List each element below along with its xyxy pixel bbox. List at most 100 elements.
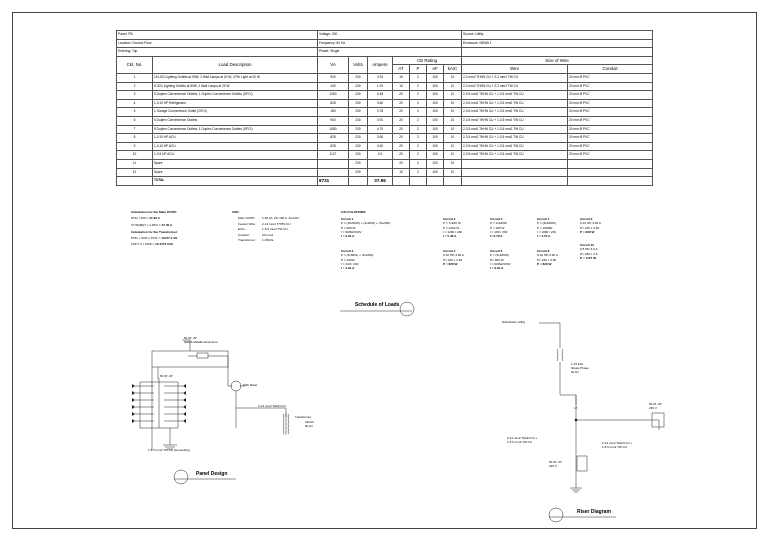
use-key: Transformer: <box>238 238 256 243</box>
calc-line: P = (8x50W) + (2x20W) <box>341 253 374 258</box>
header-load-description: Load Description <box>151 55 319 74</box>
riser-bottom-cb-2: 230 V <box>549 464 557 468</box>
use-key: Conduit: <box>238 232 250 237</box>
calc-title: Circuit 7 <box>537 217 550 221</box>
panel-ground-label: 1-5.5 mm2 TW CU (Grounding) <box>148 448 190 452</box>
calc-title: Circuit 8 <box>537 249 550 253</box>
riser-bottom-cb-1: 50 AT, 2P <box>549 460 562 464</box>
calc-line: P= 230 x 4.9 <box>580 251 598 256</box>
panel-branch-cb-label: 50 AT, 2P <box>160 374 173 378</box>
calc-line: I = 440 / 230 <box>341 261 359 266</box>
riser-right-panel <box>651 412 665 428</box>
calc-title: Circuit 2 <box>341 249 354 253</box>
calc-result: I = 3.91 A <box>490 266 504 271</box>
use-key: Feeder Wire: <box>238 221 256 226</box>
use-value: 1-5.5 mm2 TW CU <box>262 227 288 232</box>
tx-result-1: 10477.2 VA <box>161 236 178 241</box>
calc-result: I = 3.91 A <box>341 234 355 239</box>
calc-line: 0.10 HP-3.60 A <box>443 253 464 258</box>
calc-line: P = (5x180W) <box>490 253 509 258</box>
main-ocpd-calculation: Calculation for the Main OCPD: 8731 / 23… <box>131 210 178 247</box>
main-breaker <box>196 352 209 359</box>
use-title: USE: <box>232 210 240 214</box>
calc-line: I = 900W/230V <box>490 261 511 266</box>
tx-line-1: 8731 + 50% x 8731 = <box>131 236 162 241</box>
riser-left-wire-2: 1-5.5 mm2 TW CU <box>507 440 532 444</box>
calc-line: I = 1260 / 230 <box>443 229 463 234</box>
panel-title-marker <box>173 469 189 485</box>
calc-result: P = 828 W <box>580 229 595 234</box>
schedule-title-marker <box>399 301 415 317</box>
main-ocpd-title: Calculation for the Main OCPD: <box>131 210 177 214</box>
panel-main-cb-label: 50 AT, 2P <box>184 336 197 340</box>
use-row: Conduit:20 mm2 <box>238 233 299 237</box>
calculations-title: CALCULATIONS: <box>341 210 367 214</box>
calc-line: P = 1x180W <box>490 221 507 226</box>
riser-right-cb-2: 230 V <box>649 406 657 410</box>
calc-line: 0.5 HP-4.9 A <box>580 247 598 252</box>
kwh-meter <box>230 380 242 392</box>
calc-line: I = 180 / 230 <box>490 229 508 234</box>
calc-line: 0.10 HP-3.60 A <box>580 221 601 226</box>
riser-utility-label: Distribution Utility <box>502 320 526 324</box>
ocpd-result-1: 37.96 A <box>149 216 160 221</box>
use-row: Transformer:1-15kVa <box>238 238 299 242</box>
use-value: 2-14 mm2 THHN CU <box>262 221 291 226</box>
calc-result: P = 1127 W <box>580 255 597 260</box>
calc-line: P = 900 W <box>341 225 356 230</box>
panel-enclosure-label: NEMA Metallic Enclosure <box>184 340 218 344</box>
calc-line: P= 230 x 3.60 <box>537 257 557 262</box>
tx-result-2: 10.4772 kVA <box>155 242 174 247</box>
calc-title: Circuit 3 <box>443 217 456 221</box>
schedule-of-loads-title: Schedule of Loads <box>355 302 400 308</box>
total-label: TOTAL <box>151 176 319 186</box>
ocpd-result-2: 47.45 A <box>161 222 173 227</box>
calc-line: P = 1080W <box>537 225 553 230</box>
panel-transformer-hz: 60 Hz <box>305 424 313 428</box>
riser-right-wire-1: 2-14 mm2 THHN CU + <box>602 441 633 445</box>
calc-line: P= 900 W <box>490 257 504 262</box>
riser-bottom-panel <box>576 455 588 472</box>
panel-design-title: Panel Design <box>196 471 228 477</box>
calc-line: P = 440W <box>341 257 355 262</box>
riser-tx-line-3: 60 Hz <box>571 370 579 374</box>
use-key: ECG: <box>238 227 246 232</box>
calc-line: P = (6x180W) <box>537 221 556 226</box>
panel-wire-label: 2-14 mm2 THHN CU <box>258 404 286 408</box>
panel-transformer-label: Transformer <box>295 415 312 419</box>
calc-line: P= 230 x 3.60 <box>580 225 600 230</box>
riser-left-wire-1: 2-14 mm2 THHN CU + <box>507 436 538 440</box>
calc-result: I = 4.70 A <box>537 234 551 239</box>
calc-line: P = 1260 W <box>443 225 460 230</box>
branch-breakers <box>135 385 183 422</box>
calc-title: Circuit 5 <box>490 217 503 221</box>
riser-right-cb-1: 50 AT, 2P <box>649 402 662 406</box>
riser-tx-line-2: Single Phase <box>571 366 589 370</box>
calc-title: Circuit 4 <box>443 249 456 253</box>
calculations-block: CALCULATIONS: <box>341 210 366 214</box>
riser-lt-label: LT <box>574 406 578 410</box>
use-row: Feeder Wire: 2-14 mm2 THHN CU <box>238 222 299 226</box>
calc-line: P = (16x50W) + (2x20W) + (3x20W) <box>341 221 391 226</box>
total-row: TOTAL 8731 37.96 <box>116 176 654 186</box>
calc-title: Circuit 9 <box>580 217 593 221</box>
calc-line: I = 900W/230V <box>341 229 362 234</box>
calc-line: P= 230 x 3.60 <box>443 257 463 262</box>
calc-line: I = 1080 / 230 <box>537 229 557 234</box>
calc-line: P = 7x180 W <box>443 221 461 226</box>
riser-right-wire-2: 1-5.5 mm2 TW CU <box>602 445 627 449</box>
calc-title: Circuit 10 <box>580 243 595 247</box>
riser-transformer <box>556 348 564 362</box>
calc-result: P = 828 W <box>443 261 458 266</box>
